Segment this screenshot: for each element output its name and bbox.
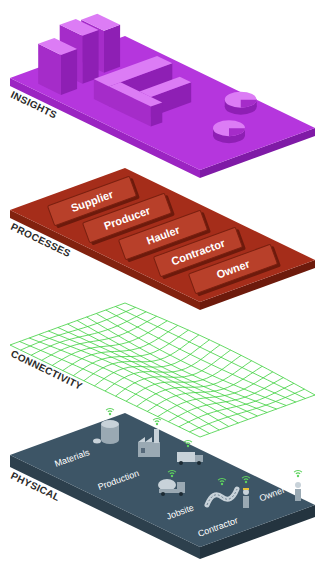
slab-top: [10, 413, 315, 547]
pie-slice: [241, 100, 257, 108]
wifi-symbol: [184, 441, 192, 448]
mesh-line: [189, 389, 304, 432]
bar-top: [60, 19, 99, 36]
slab-top: [10, 168, 315, 302]
mesh-line: [126, 355, 241, 401]
wifi-symbol: [106, 409, 114, 416]
bar-top: [109, 82, 162, 106]
connectivity-layer: CONNECTIVITY: [0, 312, 333, 410]
wifi-symbol: [153, 419, 161, 426]
bar-face: [83, 30, 99, 84]
contractor-figure: [243, 488, 249, 508]
owner-figure: [295, 482, 301, 501]
slab-top: [10, 36, 315, 170]
materials-icon: [93, 420, 119, 444]
pie-chart: [225, 92, 257, 108]
processes-layer: PROCESSESSupplierProducerHaulerContracto…: [0, 172, 333, 312]
layer-illustration: [0, 312, 333, 410]
mesh-line: [42, 316, 157, 360]
bar-top: [38, 38, 77, 55]
bar-top: [140, 77, 192, 97]
mesh-line: [73, 330, 188, 376]
mesh-line: [94, 340, 209, 386]
mesh-line: [116, 350, 231, 396]
wifi-symbol: [294, 470, 302, 477]
mixer-icon: [158, 479, 185, 496]
wifi-symbol: [218, 479, 226, 486]
jobsite-road: [207, 489, 237, 505]
mesh-line: [158, 372, 273, 417]
layer-illustration: [0, 0, 333, 172]
pie-slice: [229, 128, 245, 136]
wifi-symbol: [242, 476, 250, 483]
production-icon: [138, 429, 160, 457]
mesh-line: [84, 335, 199, 381]
pie-chart: [213, 120, 245, 136]
truck-icon: [177, 452, 203, 465]
mesh-line: [68, 324, 258, 416]
bar-top: [94, 56, 173, 87]
bar-face: [104, 25, 120, 73]
mesh-line: [168, 378, 283, 422]
bar-face: [151, 102, 163, 126]
insights-layer: INSIGHTS: [0, 0, 333, 172]
mesh-line: [21, 307, 136, 350]
mesh-line: [105, 345, 220, 391]
mesh-line: [63, 325, 178, 370]
mesh-line: [179, 383, 294, 426]
mesh-line: [200, 395, 315, 437]
wifi-symbol: [168, 471, 176, 478]
bar-face: [61, 49, 77, 95]
